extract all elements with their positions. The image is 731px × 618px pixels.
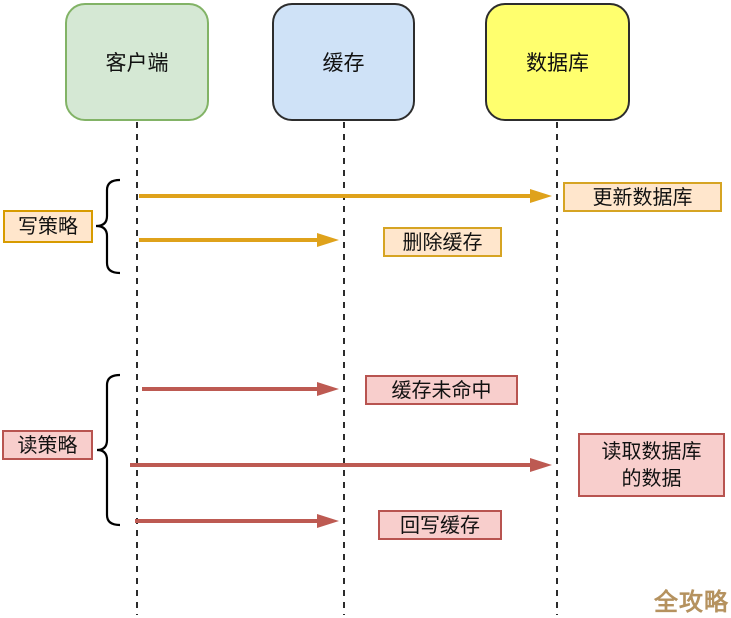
- arrow-write-back-cache: [135, 514, 339, 528]
- message-delete-cache: 删除缓存: [383, 227, 502, 257]
- watermark-text: 全攻略: [654, 588, 729, 616]
- actor-database-label: 数据库: [526, 51, 589, 75]
- write-strategy-label: 写策略: [3, 210, 93, 243]
- write-strategy-brace: [95, 178, 121, 275]
- message-write-back-cache: 回写缓存: [378, 510, 502, 540]
- read-strategy-brace: [96, 373, 121, 527]
- arrow-cache-miss: [142, 382, 339, 396]
- message-cache-miss: 缓存未命中: [365, 375, 518, 405]
- message-read-database: 读取数据库 的数据: [578, 433, 725, 497]
- arrow-delete-cache: [139, 233, 339, 247]
- arrow-update-database: [139, 189, 552, 203]
- actor-cache-label: 缓存: [322, 51, 365, 75]
- message-update-database: 更新数据库: [563, 182, 722, 212]
- actor-cache-box: 缓存: [272, 3, 415, 121]
- actor-database-box: 数据库: [485, 3, 630, 121]
- arrow-read-database: [130, 458, 552, 472]
- actor-client-label: 客户端: [105, 51, 169, 75]
- read-strategy-label: 读策略: [2, 430, 93, 460]
- actor-client-box: 客户端: [65, 3, 209, 121]
